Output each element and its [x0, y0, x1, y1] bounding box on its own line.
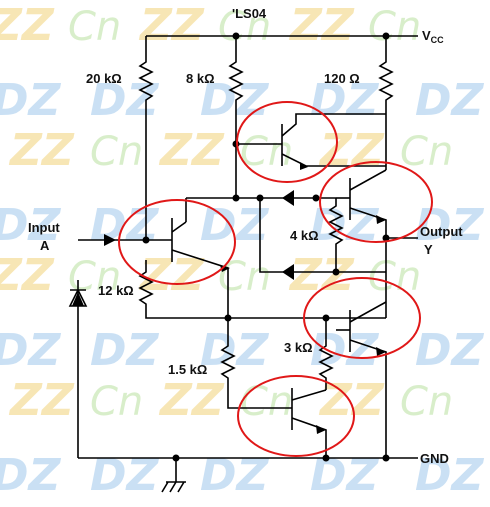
watermark-zz: ZZ [8, 125, 75, 176]
watermark-dz: DZ [200, 75, 270, 126]
q5-emitter-arrow [316, 425, 326, 434]
watermark-zz: ZZ [158, 375, 225, 426]
input-label: Input [28, 220, 60, 235]
resistor-12k [138, 260, 386, 319]
resistor-8k [228, 36, 244, 198]
watermark-dz: DZ [415, 450, 485, 501]
junction [232, 32, 240, 40]
q4-emitter-arrow [376, 347, 386, 356]
watermark-cn: Cn [400, 379, 453, 425]
gnd-label: GND [420, 451, 449, 466]
junction [322, 454, 330, 462]
highlight-q3 [319, 161, 433, 243]
junction [224, 314, 232, 322]
junction [332, 268, 340, 276]
junction [232, 194, 240, 202]
watermark-dz: DZ [0, 75, 62, 126]
watermark-zz: ZZ [288, 0, 355, 51]
vcc-label: VCC [422, 28, 444, 45]
schottky-return [259, 198, 386, 273]
watermark-cn: Cn [90, 379, 143, 425]
watermark-dz: DZ [415, 325, 485, 376]
resistor-120 [378, 36, 394, 170]
watermark-dz: DZ [90, 75, 160, 126]
highlight-q5 [237, 375, 355, 457]
watermark-zz: ZZ [0, 250, 55, 301]
resistor-1-5k-label: 1.5 kΩ [168, 362, 207, 377]
watermark-dz: DZ [415, 200, 485, 251]
resistor-4k-label: 4 kΩ [290, 228, 319, 243]
watermark-cn: Cn [218, 4, 271, 50]
watermark-cn: Cn [368, 254, 421, 300]
q2-emitter-arrow [300, 162, 308, 170]
q3-emitter-arrow [376, 215, 386, 224]
junction [382, 32, 390, 40]
input-schottky-diode [104, 234, 116, 246]
watermark-dz: DZ [0, 325, 62, 376]
junction [142, 236, 150, 244]
junction [232, 140, 240, 148]
watermark-cn: Cn [68, 4, 121, 50]
watermark-layer: ZZ Cn ZZ Cn ZZ Cn DZ DZ DZ DZ DZ ZZ Cn Z… [0, 0, 485, 501]
watermark-zz: ZZ [288, 250, 355, 301]
junction [312, 194, 320, 202]
schottky-diode-lower [282, 264, 294, 280]
q3-collector [349, 169, 387, 191]
wiring [68, 35, 418, 493]
watermark-cn: Cn [240, 379, 293, 425]
q4-collector [349, 301, 387, 323]
resistor-1-5k [220, 318, 292, 409]
highlight-q1 [118, 199, 236, 285]
watermark-cn: Cn [368, 4, 421, 50]
highlight-q2 [236, 101, 338, 183]
watermark-dz: DZ [0, 200, 62, 251]
resistor-20k [138, 36, 154, 240]
semiconductor-markers [72, 162, 386, 434]
ground-symbol [161, 481, 186, 493]
junction [172, 454, 180, 462]
junction [256, 194, 264, 202]
watermark-dz: DZ [310, 75, 380, 126]
part-number-label: 'LS04 [232, 6, 267, 21]
resistor-3k-label: 3 kΩ [284, 340, 313, 355]
output-label: Output [420, 224, 463, 239]
watermark-zz: ZZ [8, 375, 75, 426]
q1-collector-link [171, 221, 187, 233]
watermark-dz: DZ [0, 450, 62, 501]
junction [322, 314, 330, 322]
input-pin-label: A [40, 238, 50, 253]
watermark-cn: Cn [218, 254, 271, 300]
watermark-cn: Cn [90, 129, 143, 175]
watermark-dz: DZ [90, 200, 160, 251]
output-pin-label: Y [424, 242, 433, 257]
highlight-q4 [303, 277, 421, 359]
resistor-8k-label: 8 kΩ [186, 71, 215, 86]
labels: 'LS04 VCC 20 kΩ 8 kΩ 120 Ω 4 kΩ 12 kΩ 1.… [28, 6, 463, 466]
watermark-zz: ZZ [138, 0, 205, 51]
highlight-rings [118, 101, 433, 457]
q5-collector [291, 389, 327, 401]
resistor-4k [328, 198, 344, 272]
watermark-dz: DZ [90, 325, 160, 376]
watermark-zz: ZZ [0, 0, 55, 51]
schottky-diode-upper [282, 190, 294, 206]
resistor-120-label: 120 Ω [324, 71, 360, 86]
junction [382, 454, 390, 462]
watermark-dz: DZ [415, 75, 485, 126]
watermark-zz: ZZ [318, 125, 385, 176]
resistor-12k-label: 12 kΩ [98, 283, 134, 298]
watermark-zz: ZZ [158, 125, 225, 176]
junction [382, 234, 390, 242]
resistor-20k-label: 20 kΩ [86, 71, 122, 86]
watermark-cn: Cn [400, 129, 453, 175]
clamp-diode-fill [72, 292, 84, 306]
q2-collector [281, 113, 386, 137]
